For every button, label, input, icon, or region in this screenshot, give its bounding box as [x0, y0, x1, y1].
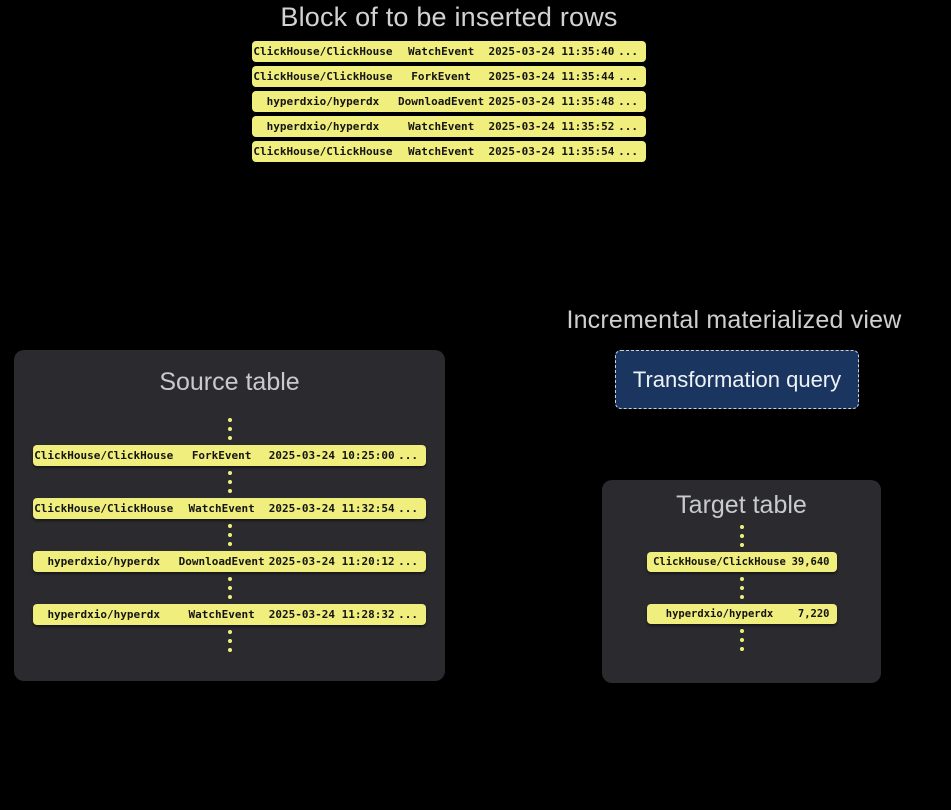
- timestamp-cell: 2025-03-24 11:32:54: [268, 502, 395, 515]
- vertical-ellipsis-icon: [739, 577, 744, 599]
- inserted-row: ClickHouse/ClickHouse WatchEvent 2025-03…: [252, 141, 646, 162]
- inserted-row: ClickHouse/ClickHouse ForkEvent 2025-03-…: [252, 66, 646, 87]
- count-cell: 7,220: [797, 608, 830, 620]
- event-cell: ForkEvent: [411, 70, 471, 83]
- event-cell: WatchEvent: [188, 608, 255, 621]
- timestamp-cell: 2025-03-24 11:20:12: [268, 555, 395, 568]
- event-cell: WatchEvent: [188, 502, 255, 515]
- event-cell: WatchEvent: [407, 120, 475, 133]
- source-row: hyperdxio/hyperdx DownloadEvent 2025-03-…: [33, 551, 426, 572]
- transformation-query-box: Transformation query: [615, 350, 859, 409]
- materialized-view-title: Incremental materialized view: [566, 306, 902, 334]
- vertical-ellipsis-icon: [227, 577, 232, 599]
- repo-cell: hyperdxio/hyperdx: [665, 608, 774, 620]
- timestamp-cell: 2025-03-24 11:35:54: [488, 145, 615, 158]
- repo-cell: hyperdxio/hyperdx: [47, 608, 161, 621]
- repo-cell: ClickHouse/ClickHouse: [34, 502, 174, 515]
- timestamp-cell: 2025-03-24 11:35:52: [488, 120, 615, 133]
- ellipsis-cell: ...: [618, 145, 638, 158]
- inserted-row: ClickHouse/ClickHouse WatchEvent 2025-03…: [252, 41, 646, 62]
- inserted-row: hyperdxio/hyperdx WatchEvent 2025-03-24 …: [252, 116, 646, 137]
- ellipsis-cell: ...: [398, 608, 418, 621]
- inserted-row: hyperdxio/hyperdx DownloadEvent 2025-03-…: [252, 91, 646, 112]
- event-cell: ForkEvent: [191, 449, 252, 462]
- ellipsis-cell: ...: [398, 502, 418, 515]
- vertical-ellipsis-icon: [227, 524, 232, 546]
- repo-cell: hyperdxio/hyperdx: [47, 555, 161, 568]
- vertical-ellipsis-icon: [739, 525, 744, 547]
- insert-block: ClickHouse/ClickHouse WatchEvent 2025-03…: [252, 41, 646, 166]
- ellipsis-cell: ...: [618, 70, 638, 83]
- target-table-title: Target table: [676, 491, 807, 519]
- target-table-panel: Target table ClickHouse/ClickHouse 39,64…: [602, 480, 881, 683]
- ellipsis-cell: ...: [398, 449, 418, 462]
- source-row: ClickHouse/ClickHouse WatchEvent 2025-03…: [33, 498, 426, 519]
- repo-cell: ClickHouse/ClickHouse: [34, 449, 174, 462]
- target-row: hyperdxio/hyperdx 7,220: [646, 604, 837, 624]
- repo-cell: ClickHouse/ClickHouse: [653, 556, 786, 568]
- source-row: hyperdxio/hyperdx WatchEvent 2025-03-24 …: [33, 604, 426, 625]
- event-cell: WatchEvent: [407, 145, 475, 158]
- vertical-ellipsis-icon: [227, 418, 232, 440]
- timestamp-cell: 2025-03-24 11:35:44: [488, 70, 615, 83]
- ellipsis-cell: ...: [618, 120, 638, 133]
- repo-cell: ClickHouse/ClickHouse: [253, 70, 393, 83]
- timestamp-cell: 2025-03-24 11:35:40: [488, 45, 615, 58]
- timestamp-cell: 2025-03-24 11:28:32: [268, 608, 395, 621]
- vertical-ellipsis-icon: [227, 471, 232, 493]
- repo-cell: ClickHouse/ClickHouse: [253, 45, 393, 58]
- source-row: ClickHouse/ClickHouse ForkEvent 2025-03-…: [33, 445, 426, 466]
- event-cell: DownloadEvent: [178, 555, 265, 568]
- event-cell: DownloadEvent: [398, 95, 485, 108]
- ellipsis-cell: ...: [398, 555, 418, 568]
- ellipsis-cell: ...: [618, 45, 638, 58]
- repo-cell: hyperdxio/hyperdx: [266, 95, 380, 108]
- count-cell: 39,640: [791, 556, 830, 568]
- vertical-ellipsis-icon: [739, 629, 744, 651]
- timestamp-cell: 2025-03-24 11:35:48: [488, 95, 615, 108]
- target-row: ClickHouse/ClickHouse 39,640: [646, 552, 837, 572]
- source-table-title: Source table: [159, 368, 300, 396]
- ellipsis-cell: ...: [618, 95, 638, 108]
- vertical-ellipsis-icon: [227, 630, 232, 652]
- source-table-panel: Source table ClickHouse/ClickHouse ForkE…: [14, 350, 445, 681]
- insert-block-title: Block of to be inserted rows: [280, 2, 618, 32]
- timestamp-cell: 2025-03-24 10:25:00: [268, 449, 395, 462]
- repo-cell: ClickHouse/ClickHouse: [253, 145, 393, 158]
- repo-cell: hyperdxio/hyperdx: [266, 120, 380, 133]
- event-cell: WatchEvent: [407, 45, 475, 58]
